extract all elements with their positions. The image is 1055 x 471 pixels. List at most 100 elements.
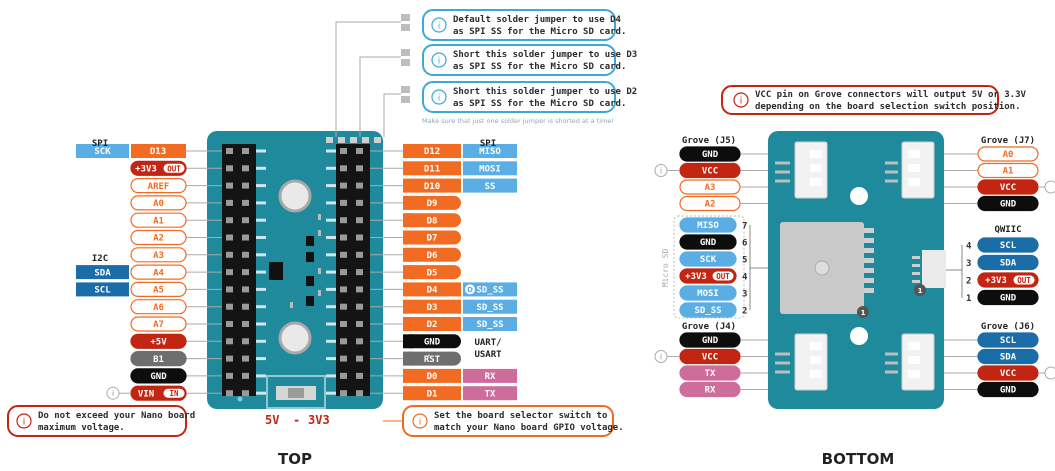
qwiic-connector — [922, 250, 946, 288]
top-right-pin-d8-label: D8 — [427, 216, 438, 226]
top-right-pin-d12-pill — [403, 144, 461, 158]
microsd-pin-miso-num: 7 — [742, 222, 747, 232]
voltage-note-line2: maximum voltage. — [38, 422, 125, 433]
top-left-pin-aref-label: AREF — [148, 182, 170, 192]
top-right-pin-d3-tag-label: SD_SS — [476, 303, 503, 313]
grove-j4-title: Grove (J4) — [682, 322, 736, 332]
microsd-pin-gnd-label: GND — [700, 238, 717, 248]
top-left-pin-a1: A1 — [130, 212, 187, 228]
microsd-pin-3v3-num: 4 — [742, 273, 748, 283]
top-right-pin-d5-pill — [403, 265, 461, 280]
top-right-pin-d11-label: D11 — [424, 165, 440, 175]
top-left-pin-5v-pill — [130, 333, 187, 349]
grove-j7-pin-a0-0-pill — [977, 146, 1039, 162]
bottom-hole-top — [850, 187, 868, 205]
top-right-pin-d2-tag — [463, 317, 517, 331]
qwiic-pin-gnd-label: GND — [1000, 294, 1017, 304]
grove-j7-pin-vcc-2-label: VCC — [1000, 183, 1016, 193]
top-right-pin-d10-label: D10 — [424, 182, 440, 192]
top-left-pin-a3: A3 — [130, 247, 187, 263]
microsd-title: Micro SD — [661, 249, 670, 288]
top-right-pin-rst: RST — [403, 351, 461, 366]
grove-j6-pin-sda-1-pill — [977, 348, 1039, 365]
top-right-pin-d5-label: D5 — [427, 268, 438, 278]
top-right-pin-d1-label: D1 — [427, 389, 438, 399]
top-right-pin-d3-tag — [463, 299, 517, 314]
microsd-pin-sck-num: 5 — [742, 256, 747, 266]
vcc-note-line2: depending on the board selection switch … — [755, 101, 1021, 112]
top-left-pin-b1: B1 — [130, 351, 187, 367]
chip-a — [306, 236, 314, 246]
chip-c — [306, 276, 314, 286]
grove-j5-title: Grove (J5) — [682, 136, 736, 146]
i2c-header: I2C — [92, 254, 108, 264]
top-right-pin-d1-tag — [463, 386, 517, 401]
svg-text:i: i — [112, 389, 114, 398]
vcc-note-callout: i VCC pin on Grove connectors will outpu… — [721, 85, 1027, 115]
grove-j7-title: Grove (J7) — [981, 136, 1035, 146]
top-left-pin-a0-pill — [130, 195, 187, 211]
grove-j5-pin-a3-2-label: A3 — [705, 183, 716, 193]
top-left-pin-aref: AREF — [130, 178, 187, 194]
qwiic-pin-sda-pill — [977, 254, 1039, 271]
qwiic-pin-sda-num: 3 — [966, 259, 971, 269]
grove-j5-pin-gnd-0-pill — [679, 146, 741, 162]
top-left-pin-a2: A2 — [130, 229, 187, 246]
top-right-pin-d8-pill — [403, 213, 461, 228]
top-right-pin-d11-tag — [463, 161, 517, 176]
uart-header-1: UART/ — [474, 338, 501, 348]
spi-right-header: SPI — [480, 139, 496, 149]
spi-left-header: SPI — [92, 139, 108, 149]
jumper-note-2-line1: Short this solder jumper to use D3 — [453, 49, 637, 60]
info-icon — [1044, 366, 1055, 380]
grove-j7-pin-a0-0-label: A0 — [1003, 150, 1014, 160]
top-right-pin-d5: D5 — [403, 265, 461, 280]
qwiic-pin-gnd-pill — [977, 289, 1039, 306]
top-right-pin-rst-label: RST — [424, 355, 441, 365]
chip-b — [306, 252, 314, 262]
marker-one-sd — [857, 306, 869, 318]
qwiic-pin-3v3-num: 2 — [966, 277, 971, 287]
microsd-pin-sd-ss-pill — [679, 302, 737, 318]
jumper-note-2-line2: as SPI SS for the Micro SD card. — [453, 61, 626, 72]
mount-hole-bottom — [278, 321, 312, 355]
top-right-pin-d9-pill — [403, 195, 461, 210]
bottom-title: BOTTOM — [822, 450, 895, 468]
jumper-note-1-line1: Default solder jumper to use D4 — [453, 14, 622, 25]
info-icon — [431, 52, 447, 68]
led-dot — [237, 396, 243, 402]
top-left-pin-a6-pill — [130, 299, 187, 315]
microsd-pin-3v3-badge-label: OUT — [716, 272, 730, 281]
voltage-note-callout: i Do not exceed your Nano board maximum … — [7, 405, 195, 437]
top-right-pin-d0-tag — [463, 368, 517, 383]
vcc-note-line1: VCC pin on Grove connectors will output … — [755, 89, 1027, 100]
top-left-pin-a5-tag-label: SCL — [94, 286, 111, 296]
marker-one-qwiic — [914, 284, 926, 296]
top-left-pin-aref-pill — [130, 178, 187, 194]
top-left-pin-b1-label: B1 — [153, 355, 164, 365]
qwiic-title: QWIIC — [994, 225, 1021, 235]
top-right-pin-d9-label: D9 — [427, 199, 438, 209]
microsd-pin-gnd-pill — [679, 234, 737, 250]
top-left-pin-d13-tag — [76, 144, 129, 158]
top-right-pin-d0-tag-label: RX — [485, 372, 496, 382]
microsd-socket-dot — [814, 260, 830, 276]
uart-header-2: USART — [474, 350, 502, 360]
info-icon — [16, 413, 32, 429]
top-left-pin-a7: A7 — [130, 316, 187, 332]
grove-j7-pin-a1-1-label: A1 — [1003, 167, 1014, 177]
grove-j4-pin-tx-2-label: TX — [705, 369, 716, 379]
mount-hole-top — [278, 179, 312, 213]
top-left-pin-a5-tag — [76, 282, 129, 297]
top-right-pin-d4-tag — [463, 282, 517, 297]
